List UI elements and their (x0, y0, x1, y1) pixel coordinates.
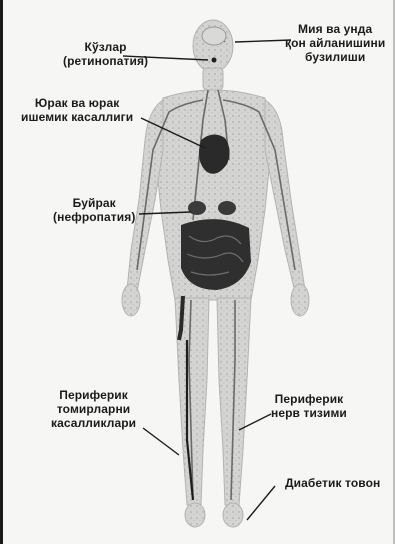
label-brain: Мия ва унда қон айланишини бузилиши (285, 22, 385, 64)
label-eyes: Кўзлар (ретинопатия) (63, 40, 148, 68)
label-kidney: Буйрак (нефропатия) (53, 196, 135, 224)
label-diabetic-foot: Диабетик товон (285, 476, 380, 490)
human-body-diagram (3, 0, 395, 544)
label-peripheral-vessels: Периферик томирларни касалликлари (51, 388, 136, 430)
label-peripheral-nerves: Периферик нерв тизими (271, 392, 347, 420)
label-heart: Юрак ва юрак ишемик касаллиги (21, 96, 133, 124)
eye-marker (212, 58, 217, 63)
